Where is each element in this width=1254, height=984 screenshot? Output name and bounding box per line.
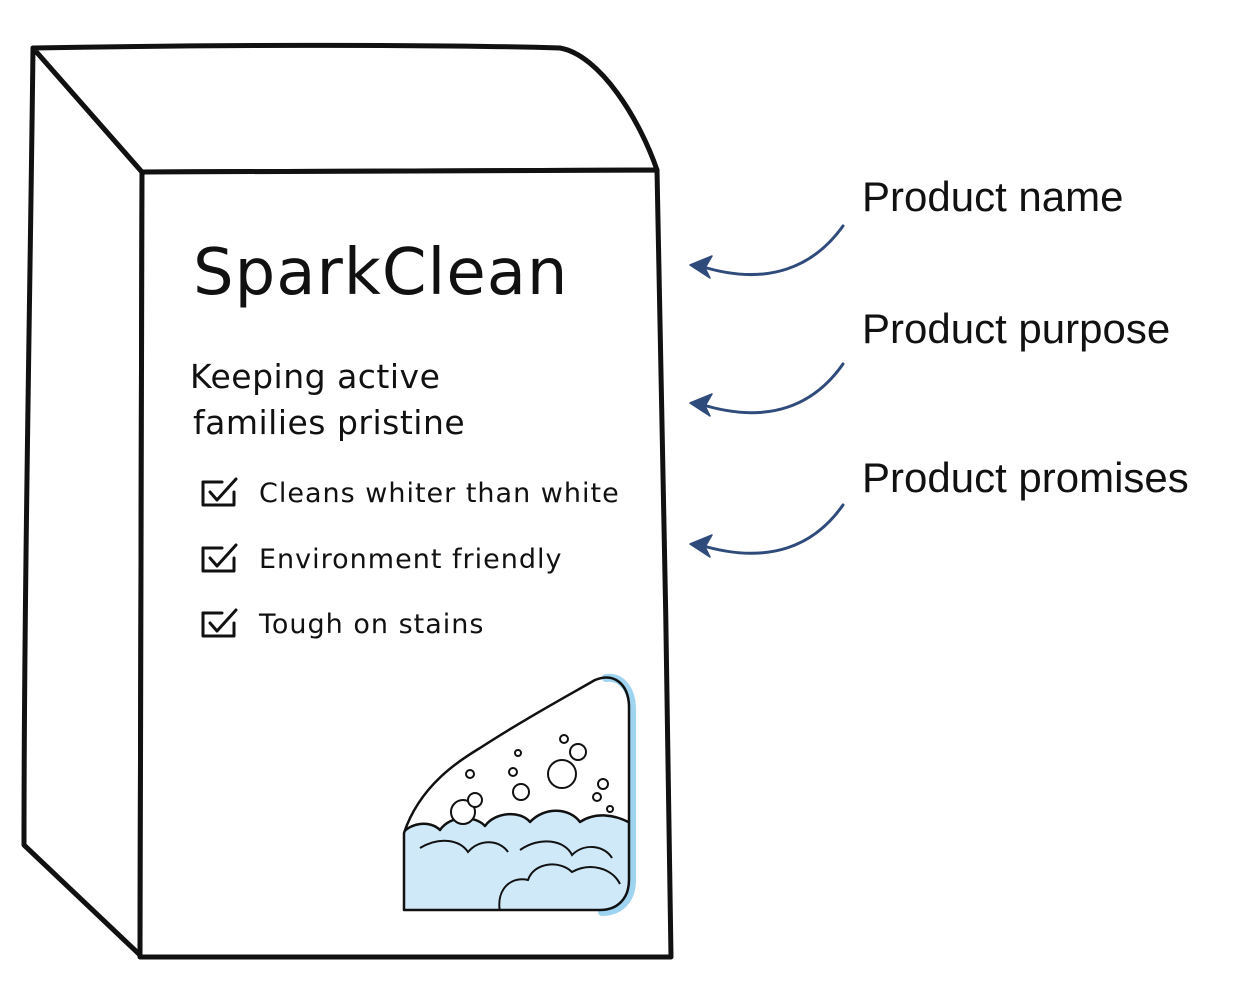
tagline-line-2: families pristine bbox=[193, 403, 465, 442]
bubble-icon bbox=[607, 806, 613, 812]
brand-name: SparkClean bbox=[193, 236, 568, 310]
promise-item: Cleans whiter than white bbox=[259, 478, 620, 509]
box-side-face bbox=[24, 48, 142, 955]
bubble-icon bbox=[598, 779, 608, 789]
annotation-arrows bbox=[700, 226, 843, 553]
bubble-icon bbox=[570, 744, 586, 760]
promise-item: Environment friendly bbox=[259, 544, 562, 575]
bubble-icon bbox=[468, 793, 482, 807]
bubble-icon bbox=[513, 784, 529, 800]
arrow-icon bbox=[700, 226, 843, 275]
arrow-icon bbox=[700, 364, 843, 413]
bubble-icon bbox=[466, 770, 474, 778]
bubble-icon bbox=[509, 768, 517, 776]
promise-item: Tough on stains bbox=[258, 609, 484, 640]
annotation-product-purpose: Product purpose bbox=[862, 305, 1170, 352]
arrow-icon bbox=[700, 505, 843, 553]
bubble-icon bbox=[515, 750, 521, 756]
annotation-product-promises: Product promises bbox=[862, 454, 1189, 501]
annotation-product-name: Product name bbox=[862, 173, 1123, 220]
tagline-line-1: Keeping active bbox=[190, 357, 440, 396]
box-top-face bbox=[33, 45, 657, 172]
foam-fill bbox=[400, 811, 632, 912]
bubble-icon bbox=[593, 793, 601, 801]
bubble-icon bbox=[560, 735, 568, 743]
bubble-icon bbox=[548, 760, 576, 788]
